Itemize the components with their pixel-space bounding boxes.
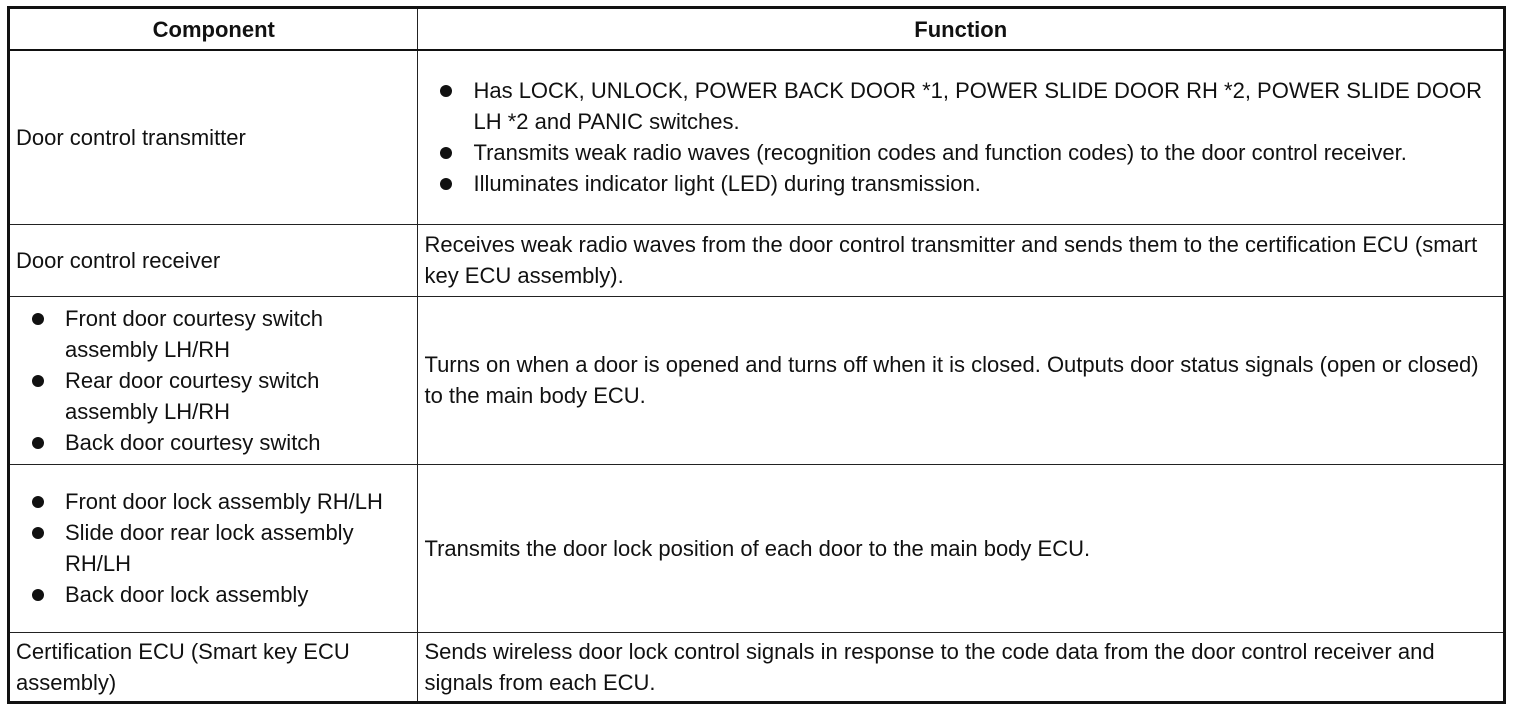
bullet-icon	[440, 84, 453, 97]
bullet-icon	[32, 436, 44, 449]
table-row: Certification ECU (Smart key ECU assembl…	[7, 631, 1505, 703]
bullet-icon	[32, 374, 44, 387]
component-cell: Door control transmitter	[7, 49, 419, 225]
component-cell: Front door lock assembly RH/LH Slide doo…	[7, 463, 419, 633]
table-row: Door control receiver Receives weak radi…	[7, 223, 1505, 297]
list-item: Rear door courtesy switch assembly LH/RH	[16, 365, 411, 427]
bullet-icon	[32, 527, 44, 539]
list-item: Illuminates indicator light (LED) during…	[424, 168, 1497, 199]
component-function-table: Component Function Door control transmit…	[7, 6, 1506, 704]
bullet-icon	[440, 177, 453, 190]
function-bullet-list: Has LOCK, UNLOCK, POWER BACK DOOR *1, PO…	[424, 75, 1497, 199]
component-bullet-list: Front door courtesy switch assembly LH/R…	[16, 303, 411, 458]
component-bullet-list: Front door lock assembly RH/LH Slide doo…	[16, 486, 411, 610]
component-cell: Certification ECU (Smart key ECU assembl…	[7, 631, 419, 703]
list-item: Back door courtesy switch	[16, 427, 411, 458]
table-header-row: Component Function	[7, 7, 1505, 51]
bullet-icon	[32, 312, 44, 325]
list-item: Has LOCK, UNLOCK, POWER BACK DOOR *1, PO…	[424, 75, 1497, 137]
table-row: Front door lock assembly RH/LH Slide doo…	[7, 463, 1505, 633]
list-item-text: Has LOCK, UNLOCK, POWER BACK DOOR *1, PO…	[473, 77, 1482, 134]
list-item-text: Transmits weak radio waves (recognition …	[473, 139, 1407, 165]
list-item-text: Slide door rear lock assembly RH/LH	[65, 520, 354, 576]
function-cell: Sends wireless door lock control signals…	[417, 631, 1505, 703]
list-item: Transmits weak radio waves (recognition …	[424, 137, 1497, 168]
list-item: Back door lock assembly	[16, 579, 411, 610]
list-item-text: Illuminates indicator light (LED) during…	[473, 170, 981, 196]
function-cell: Turns on when a door is opened and turns…	[417, 295, 1505, 465]
list-item: Front door lock assembly RH/LH	[16, 486, 411, 517]
list-item-text: Rear door courtesy switch assembly LH/RH	[65, 367, 320, 424]
list-item-text: Back door lock assembly	[65, 582, 309, 607]
function-cell: Receives weak radio waves from the door …	[417, 223, 1505, 297]
bullet-icon	[32, 589, 44, 601]
function-cell: Transmits the door lock position of each…	[417, 463, 1505, 633]
table-row: Front door courtesy switch assembly LH/R…	[7, 295, 1505, 465]
component-cell: Door control receiver	[7, 223, 419, 297]
table-row: Door control transmitter Has LOCK, UNLOC…	[7, 49, 1505, 225]
component-cell: Front door courtesy switch assembly LH/R…	[7, 295, 419, 465]
list-item-text: Front door lock assembly RH/LH	[65, 489, 383, 514]
list-item: Slide door rear lock assembly RH/LH	[16, 517, 411, 579]
bullet-icon	[32, 496, 44, 508]
header-component: Component	[7, 7, 419, 51]
function-cell: Has LOCK, UNLOCK, POWER BACK DOOR *1, PO…	[417, 49, 1505, 225]
header-function: Function	[417, 7, 1505, 51]
list-item: Front door courtesy switch assembly LH/R…	[16, 303, 411, 365]
list-item-text: Front door courtesy switch assembly LH/R…	[65, 305, 323, 362]
list-item-text: Back door courtesy switch	[65, 429, 321, 455]
bullet-icon	[440, 146, 453, 159]
